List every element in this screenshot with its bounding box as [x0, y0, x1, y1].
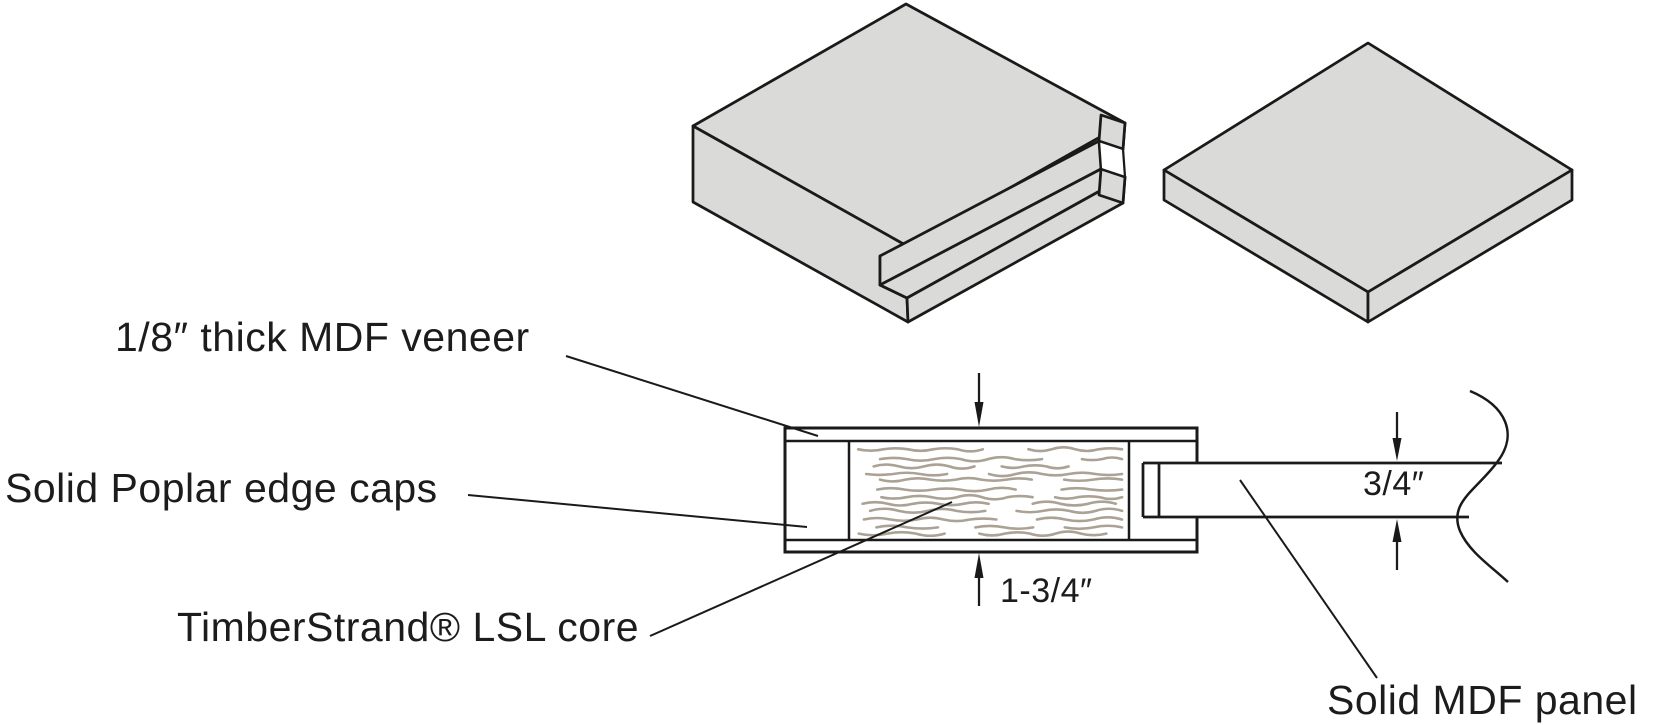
grain-stroke	[864, 471, 949, 477]
grain-stroke	[1031, 500, 1118, 507]
break-line	[1456, 389, 1509, 583]
grain-stroke	[1015, 507, 1124, 515]
grain-stroke	[857, 530, 946, 538]
leader-panel	[1239, 479, 1378, 679]
grain-stroke	[1060, 486, 1124, 492]
panel-top-face	[1162, 41, 1574, 294]
panel-right-face	[1366, 168, 1574, 324]
grain-stroke	[868, 507, 987, 514]
grain-stroke	[1080, 456, 1124, 462]
dimension-arrows	[974, 373, 1402, 606]
grain-stroke	[974, 524, 1035, 531]
dim-door-thickness: 1-3/4″	[1000, 572, 1093, 610]
grain-stroke	[880, 493, 1034, 501]
grain-stroke	[1063, 524, 1124, 531]
grain-stroke	[875, 486, 1017, 493]
panel-profile-body	[1144, 464, 1499, 516]
grain-stroke	[862, 516, 998, 523]
grain-stroke	[1000, 464, 1070, 470]
mdf-panel-3d	[1162, 41, 1574, 324]
lsl-core-grain	[857, 446, 1124, 538]
leader-veneer	[565, 355, 819, 437]
cross-section-view	[783, 389, 1509, 583]
grain-stroke	[987, 471, 1124, 478]
grain-stroke	[1035, 516, 1124, 523]
grain-stroke	[872, 463, 976, 470]
door-edge-grooved-3d	[691, 2, 1127, 324]
groove-slot-opening	[1097, 139, 1127, 179]
grain-stroke	[861, 500, 990, 507]
label-veneer: 1/8″ thick MDF veneer	[115, 314, 530, 360]
grain-stroke	[878, 476, 1034, 483]
leader-core	[649, 501, 953, 637]
dim-panel-thickness: 3/4″	[1363, 465, 1425, 503]
grain-stroke	[978, 530, 1108, 537]
thickness-arrow-bottom	[974, 553, 984, 606]
leader-lines	[467, 355, 1378, 679]
grain-stroke	[1027, 446, 1124, 453]
mdf-panel-profile	[1141, 389, 1509, 583]
leader-edge-caps	[467, 494, 808, 528]
grain-stroke	[1053, 495, 1124, 501]
grain-stroke	[878, 455, 1044, 463]
section-outline	[783, 426, 1199, 554]
label-panel: Solid MDF panel	[1327, 677, 1638, 723]
panel-arrow-top	[1392, 412, 1402, 461]
grain-stroke	[1062, 477, 1124, 483]
thickness-arrow-top	[974, 373, 984, 427]
label-core: TimberStrand® LSL core	[177, 604, 640, 650]
grain-stroke	[875, 524, 940, 530]
grain-stroke	[857, 446, 985, 453]
label-edge-caps: Solid Poplar edge caps	[5, 465, 438, 511]
panel-arrow-bottom	[1392, 519, 1402, 570]
